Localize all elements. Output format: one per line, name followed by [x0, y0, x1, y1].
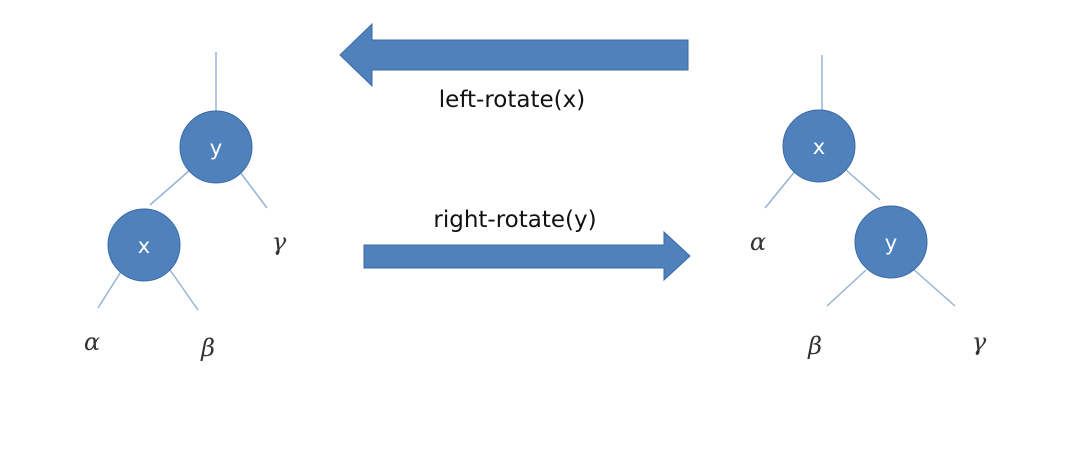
svg-text:x: x — [813, 135, 825, 159]
node-y-right: y — [854, 205, 928, 279]
svg-text:y: y — [885, 231, 897, 255]
svg-text:x: x — [138, 234, 150, 258]
node-x-right: x — [782, 109, 856, 183]
svg-text:y: y — [210, 136, 222, 160]
right-alpha-label: α — [750, 228, 766, 256]
node-x-left: x — [107, 208, 181, 282]
left-gamma-label: γ — [272, 228, 287, 256]
left-rotate-label: left-rotate(x) — [439, 87, 585, 113]
node-y-left: y — [179, 110, 253, 184]
right-gamma-label: γ — [972, 328, 987, 356]
right-arrow — [363, 230, 691, 282]
left-arrow — [339, 22, 689, 88]
right-rotate-label: right-rotate(y) — [433, 207, 596, 233]
left-tree-edges — [97, 52, 956, 311]
left-alpha-label: α — [84, 328, 100, 356]
left-beta-label: β — [200, 334, 215, 362]
right-beta-label: β — [807, 332, 822, 360]
